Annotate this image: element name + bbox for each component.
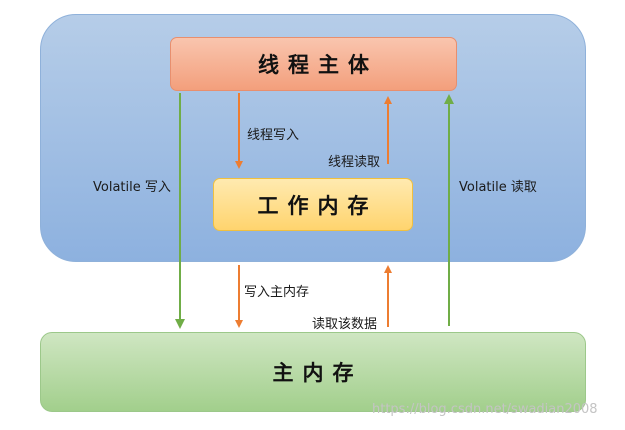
volatile-write-label: Volatile 写入 xyxy=(93,180,171,195)
main-memory-title: 主内存 xyxy=(272,361,363,385)
read-data-label: 读取该数据 xyxy=(312,317,378,332)
thread-read-label: 线程读取 xyxy=(328,155,381,170)
working-memory-title: 工作内存 xyxy=(257,193,378,218)
write-main-label: 写入主内存 xyxy=(244,285,310,300)
thread-body-box: 线程主体 xyxy=(170,37,457,91)
thread-body-title: 线程主体 xyxy=(258,53,378,77)
thread-write-label: 线程写入 xyxy=(247,128,300,143)
volatile-read-label: Volatile 读取 xyxy=(459,180,537,195)
main-memory-box: 主内存 xyxy=(40,332,586,412)
watermark: https://blog.csdn.net/swadian2008 xyxy=(372,402,598,417)
working-memory-box: 工作内存 xyxy=(213,178,413,231)
